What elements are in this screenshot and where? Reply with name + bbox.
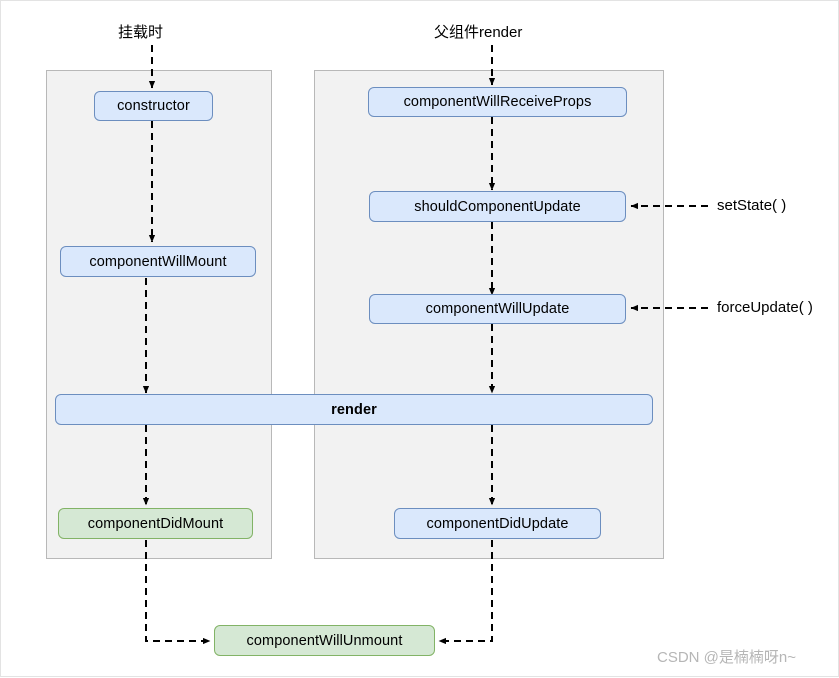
node-component-did-update[interactable]: componentDidUpdate <box>394 508 601 539</box>
node-render[interactable]: render <box>55 394 653 425</box>
label-set-state: setState( ) <box>717 197 787 214</box>
csdn-watermark: CSDN @是楠楠呀n~ <box>657 649 796 666</box>
node-component-will-receive-props[interactable]: componentWillReceiveProps <box>368 87 627 117</box>
parent-render-caption: 父组件render <box>434 24 523 41</box>
node-constructor[interactable]: constructor <box>94 91 213 121</box>
label-force-update: forceUpdate( ) <box>717 299 813 316</box>
mounting-phase-panel <box>46 70 272 559</box>
mounting-caption: 挂载时 <box>118 24 164 41</box>
node-should-component-update[interactable]: shouldComponentUpdate <box>369 191 626 222</box>
node-component-will-unmount[interactable]: componentWillUnmount <box>214 625 435 656</box>
node-component-will-mount[interactable]: componentWillMount <box>60 246 256 277</box>
node-component-did-mount[interactable]: componentDidMount <box>58 508 253 539</box>
node-component-will-update[interactable]: componentWillUpdate <box>369 294 626 324</box>
